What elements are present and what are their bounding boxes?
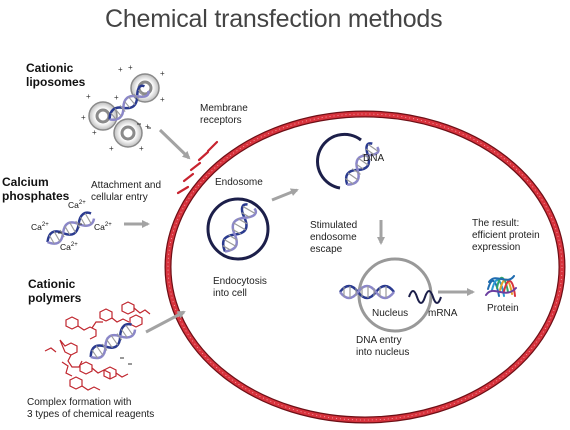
- label-complex-line1: Complex formation with: [27, 397, 132, 408]
- label-protein: Protein: [487, 303, 519, 314]
- cell-membrane: [164, 110, 566, 424]
- svg-text:+: +: [139, 144, 144, 153]
- method-label-liposomes: Cationic liposomes: [26, 61, 85, 89]
- ca-ion-4: Ca2+: [60, 242, 78, 252]
- svg-text:+: +: [145, 122, 150, 131]
- label-escape-line3: escape: [310, 244, 343, 255]
- ca-ion-charge: 2+: [104, 222, 112, 229]
- label-escape-line1: Stimulated: [310, 220, 358, 231]
- ca-ion-2: Ca2+: [31, 222, 49, 232]
- method-calcium-line2: phosphates: [2, 189, 70, 203]
- dna-calcium: [46, 211, 96, 245]
- label-result-line2: efficient protein: [472, 230, 540, 241]
- method-label-calcium: Calcium phosphates: [2, 175, 69, 203]
- svg-text:+: +: [81, 113, 86, 122]
- svg-text:+: +: [160, 69, 165, 78]
- label-attachment: Attachment and cellular entry: [91, 180, 161, 204]
- method-liposomes-line1: Cationic: [26, 61, 74, 75]
- label-membrane-receptors-line2: receptors: [200, 115, 242, 126]
- label-attachment-line1: Attachment and: [91, 180, 162, 191]
- label-dna-entry: DNA entry into nucleus: [356, 335, 409, 359]
- label-endocytosis-line2: into cell: [213, 288, 247, 299]
- label-escape-line2: endosome: [310, 232, 357, 243]
- dna-polymers: [89, 322, 137, 360]
- ca-ion-charge: 2+: [70, 242, 78, 249]
- dna-charges: [58, 123, 151, 365]
- label-endosome: Endosome: [215, 177, 263, 188]
- endosome: [206, 197, 270, 261]
- svg-text:+: +: [160, 95, 165, 104]
- label-dna-entry-line1: DNA entry: [356, 335, 402, 346]
- label-dna: DNA: [363, 153, 385, 164]
- method-liposomes-line2: liposomes: [26, 75, 86, 89]
- label-endocytosis-line1: Endocytosis: [213, 276, 267, 287]
- label-membrane-receptors-line1: Membrane: [200, 103, 248, 114]
- ca-ion-symbol: Ca: [68, 200, 79, 210]
- label-attachment-line2: cellular entry: [91, 192, 148, 203]
- ca-ion-3: Ca2+: [94, 222, 112, 232]
- label-result-line1: The result:: [472, 218, 520, 229]
- method-label-polymers: Cationic polymers: [28, 277, 81, 305]
- svg-text:+: +: [92, 128, 97, 137]
- ca-ion-charge: 2+: [78, 200, 86, 207]
- method-polymers-line2: polymers: [28, 291, 82, 305]
- label-result-line3: expression: [472, 242, 521, 253]
- arrow-polymer-entry: [145, 310, 186, 334]
- label-result: The result: efficient protein expression: [472, 218, 540, 254]
- arrow-endosome-escape: [271, 188, 299, 202]
- ca-ion-symbol: Ca: [94, 222, 105, 232]
- mrna: [408, 290, 442, 304]
- label-endosome-escape: Stimulated endosome escape: [310, 220, 357, 256]
- ca-ion-symbol: Ca: [31, 222, 42, 232]
- svg-text:+: +: [109, 144, 114, 153]
- page-title: Chemical transfection methods: [105, 5, 443, 33]
- membrane-receptors: [176, 140, 219, 195]
- dna-entering-nucleus: [339, 284, 395, 300]
- method-calcium-line1: Calcium: [2, 175, 49, 189]
- label-membrane-receptors: Membrane receptors: [200, 103, 248, 127]
- nucleus: [357, 257, 433, 333]
- method-polymers-line1: Cationic: [28, 277, 76, 291]
- ca-ion-charge: 2+: [41, 222, 49, 229]
- svg-text:+: +: [128, 63, 133, 72]
- label-dna-entry-line2: into nucleus: [356, 347, 410, 358]
- arrow-liposome-entry: [158, 128, 191, 160]
- svg-text:+: +: [86, 92, 91, 101]
- dna-in-endosome: [221, 203, 258, 253]
- ca-ion-1: Ca2+: [68, 200, 86, 210]
- dna-liposome: [108, 84, 150, 121]
- process-arrows: [124, 128, 475, 334]
- endosome-escape: [316, 132, 362, 190]
- label-endocytosis: Endocytosis into cell: [213, 276, 267, 300]
- label-mrna: mRNA: [428, 308, 458, 319]
- ca-ion-symbol: Ca: [60, 242, 71, 252]
- label-complex-line2: 3 types of chemical reagents: [27, 409, 155, 420]
- label-nucleus: Nucleus: [372, 308, 409, 319]
- dna-escaping: [344, 142, 380, 186]
- svg-text:+: +: [118, 65, 123, 74]
- label-complex-formation: Complex formation with 3 types of chemic…: [27, 397, 154, 421]
- protein-icon: [485, 275, 517, 297]
- svg-text:+: +: [114, 93, 119, 102]
